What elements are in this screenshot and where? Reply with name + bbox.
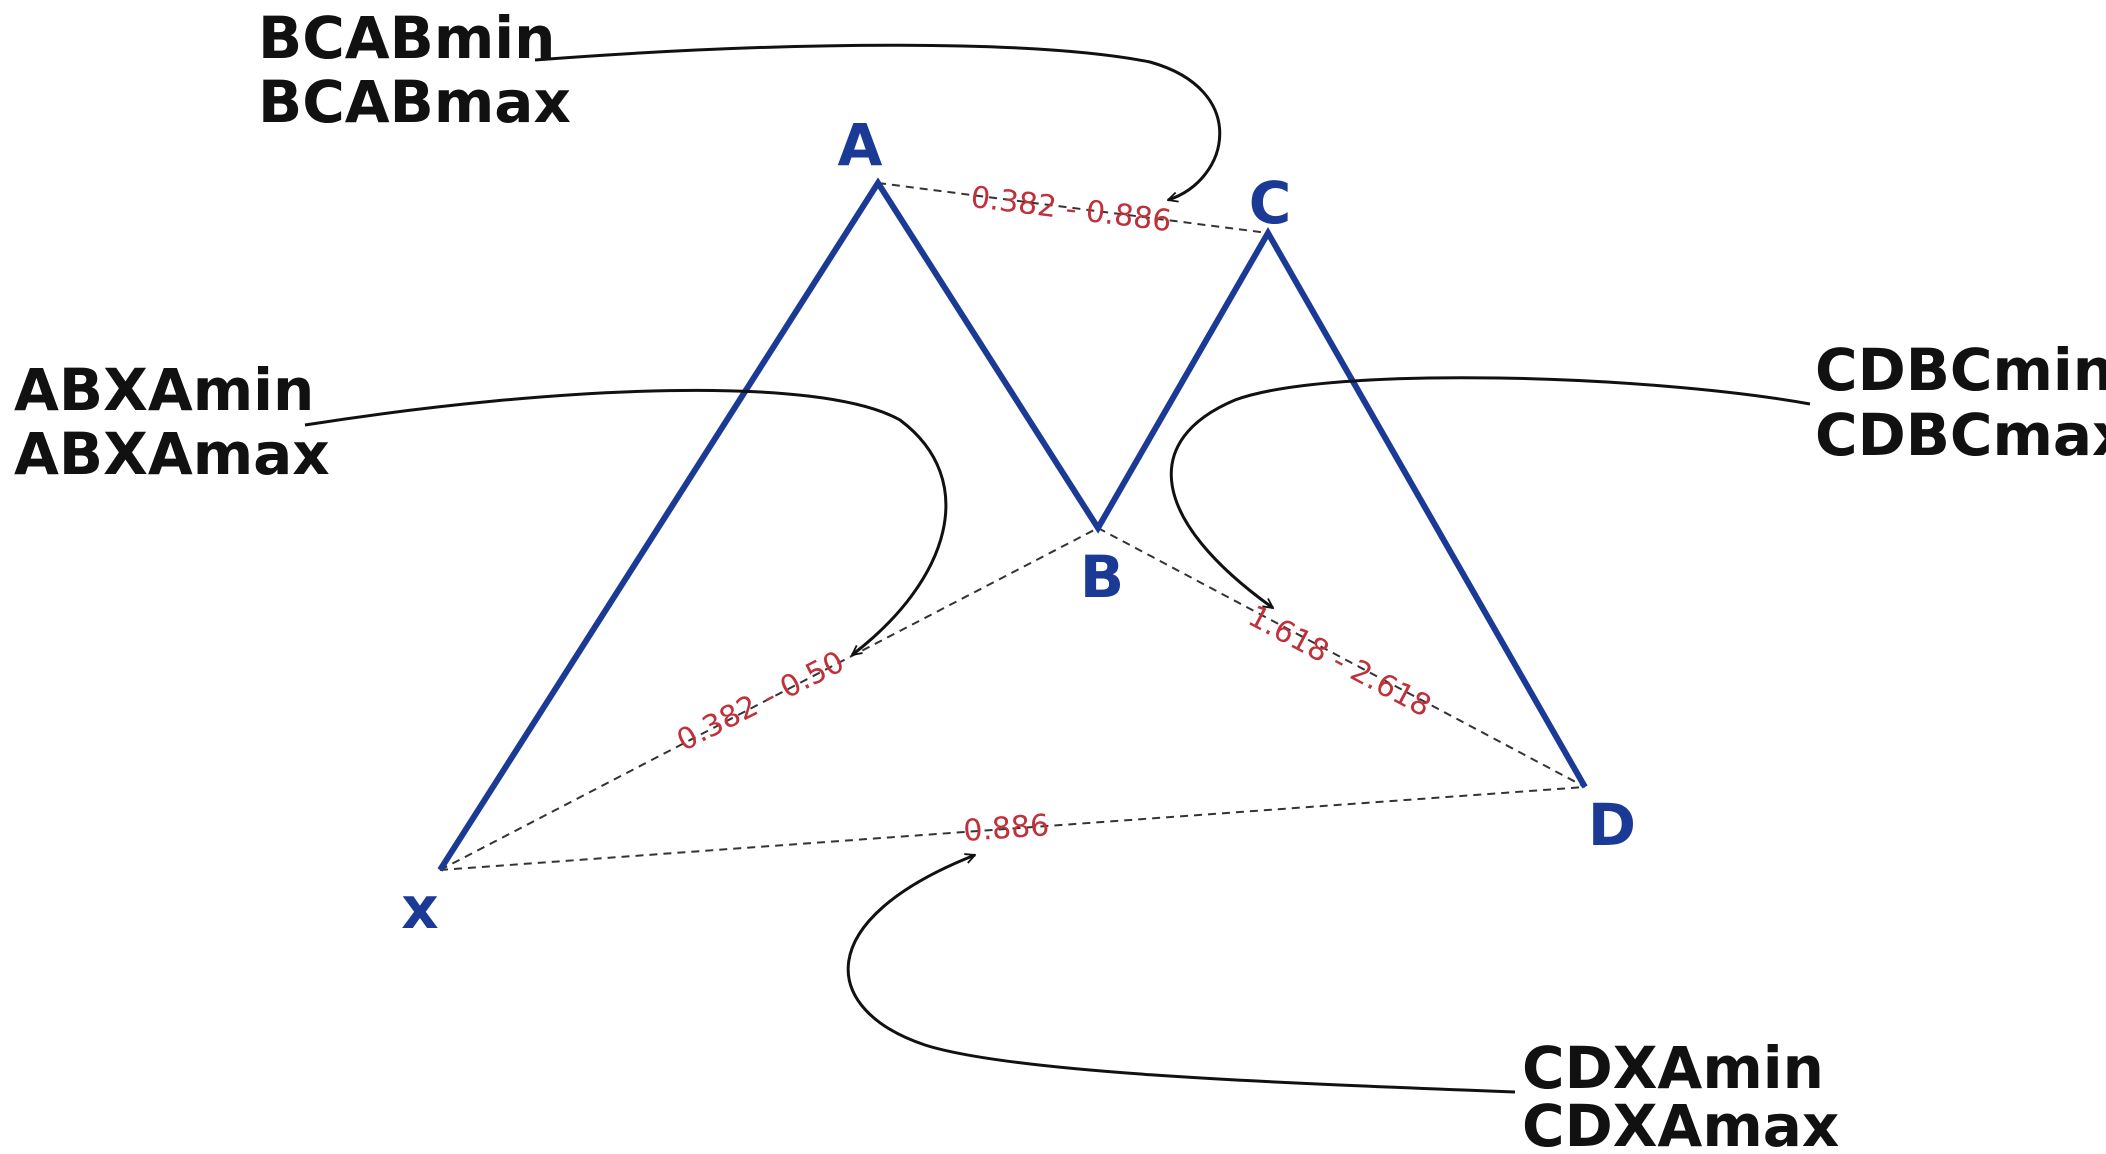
point-label-d: D (1588, 791, 1636, 859)
pattern-legs (437, 177, 1588, 872)
arrow-cdxa (846, 855, 1516, 1094)
ratio-label-cd-bc: 1.618 - 2.618 (1242, 599, 1436, 725)
point-label-x: x (401, 874, 438, 942)
callout-cdxa-max: CDXAmax (1522, 1092, 1839, 1154)
callout-bcab-min: BCABmin (258, 4, 555, 72)
callout-cdxa-min: CDXAmin (1522, 1034, 1824, 1102)
callout-cdbc-max: CDBCmax (1815, 401, 2106, 469)
ratio-label-cd-xa: 0.886 (962, 808, 1050, 849)
callout-abxa-min: ABXAmin (14, 356, 314, 424)
point-label-a: A (838, 111, 883, 179)
guide-b-d (1097, 527, 1586, 788)
callout-abxa-max: ABXAmax (14, 420, 330, 488)
guide-x-d (439, 786, 1586, 871)
arrow-cdbc (1169, 376, 1811, 610)
callout-bcab-max: BCABmax (258, 68, 571, 136)
point-label-b: B (1080, 543, 1124, 611)
guide-x-b (439, 527, 1099, 871)
ratio-label-bc-ab: 0.382 - 0.886 (969, 180, 1173, 239)
callout-cdbc-min: CDBCmin (1815, 336, 2106, 404)
arrow-abxa (304, 388, 948, 655)
guide-a-c (877, 182, 1269, 234)
ratio-label-ab-xa: 0.382 - 0.50 (671, 644, 850, 758)
arrow-bcab (534, 43, 1222, 200)
point-label-c: C (1249, 169, 1292, 237)
